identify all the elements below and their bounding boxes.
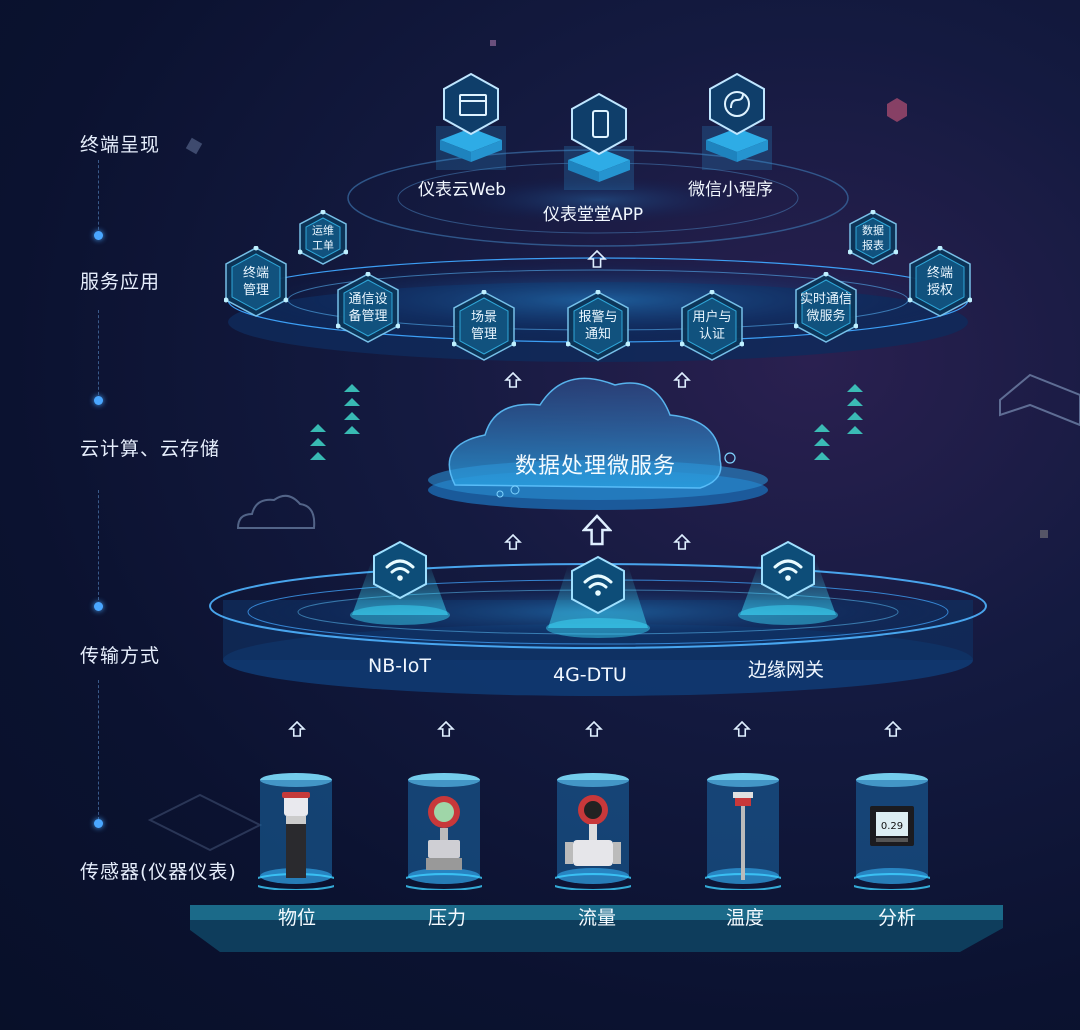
service-label: 用户与 认证 [692, 310, 732, 342]
service-scene-management[interactable]: 场景 管理 [452, 290, 516, 362]
service-alarm-notification[interactable]: 报警与 通知 [566, 290, 630, 362]
axis-dot [94, 602, 103, 611]
up-arrow-icon [504, 533, 522, 555]
up-arrow-icon [288, 720, 306, 742]
terminal-label-miniprogram: 微信小程序 [688, 180, 773, 200]
sensor-analysis[interactable]: 0.29 [847, 772, 937, 891]
service-data-report[interactable]: 数据 报表 [848, 210, 898, 266]
service-realtime-comm[interactable]: 实时通信 微服务 [794, 272, 858, 344]
up-arrow-icon [673, 371, 691, 393]
service-label: 报警与 通知 [578, 310, 618, 342]
sensor-flow[interactable] [548, 772, 638, 891]
axis-line [98, 160, 99, 240]
transport-edge-gateway[interactable] [760, 540, 816, 600]
wifi-icon [583, 574, 613, 589]
layer-label-transport: 传输方式 [80, 645, 161, 667]
axis-dot [94, 396, 103, 405]
terminal-web[interactable] [428, 70, 514, 170]
phone-icon [592, 110, 609, 138]
transport-4gdtu[interactable] [570, 555, 626, 615]
service-label: 通信设 备管理 [348, 292, 388, 324]
analyzer-reading: 0.29 [881, 821, 903, 832]
service-terminal-management[interactable]: 终端 管理 [224, 246, 288, 318]
up-arrow-icon [673, 533, 691, 555]
sensor-label-flow: 流量 [578, 907, 617, 929]
cloud-service-label: 数据处理微服务 [515, 454, 677, 479]
layer-label-sensor: 传感器(仪器仪表) [80, 861, 237, 883]
up-arrow-icon [437, 720, 455, 742]
sensor-label-analysis: 分析 [878, 907, 917, 929]
axis-line [98, 680, 99, 820]
service-terminal-authorization[interactable]: 终端 授权 [908, 246, 972, 318]
service-ops-workorder[interactable]: 运维 工单 [298, 210, 348, 266]
terminal-label-app: 仪表堂堂APP [543, 205, 644, 225]
service-user-auth[interactable]: 用户与 认证 [680, 290, 744, 362]
transport-label-4gdtu: 4G-DTU [553, 664, 627, 686]
browser-icon [459, 94, 487, 116]
terminal-miniprogram[interactable] [694, 70, 780, 170]
terminal-label-web: 仪表云Web [418, 180, 507, 200]
up-arrow-icon [733, 720, 751, 742]
service-label: 运维 工单 [312, 224, 334, 252]
layer-label-terminal: 终端呈现 [80, 134, 161, 156]
up-arrow-icon [884, 720, 902, 742]
wifi-icon [773, 559, 803, 574]
up-arrow-icon [504, 371, 522, 393]
up-arrow-icon [585, 720, 603, 742]
transport-nbiot[interactable] [372, 540, 428, 600]
sensor-pressure[interactable] [399, 772, 489, 891]
layer-label-cloud: 云计算、云存储 [80, 438, 221, 460]
service-label: 场景 管理 [470, 310, 497, 342]
sensor-label-temperature: 温度 [726, 907, 765, 929]
layer-label-service: 服务应用 [80, 271, 161, 293]
wifi-icon [385, 559, 415, 574]
terminal-app[interactable] [556, 90, 642, 190]
service-comm-device-management[interactable]: 通信设 备管理 [336, 272, 400, 344]
axis-line [98, 490, 99, 600]
service-label: 终端 管理 [242, 266, 269, 298]
sensor-label-pressure: 压力 [428, 907, 467, 929]
service-label: 实时通信 微服务 [799, 292, 852, 324]
service-label: 终端 授权 [926, 266, 953, 298]
sensor-temperature[interactable] [698, 772, 788, 891]
axis-line [98, 310, 99, 400]
sensor-label-level: 物位 [278, 907, 317, 929]
up-arrow-icon [587, 249, 607, 273]
transport-label-gateway: 边缘网关 [748, 659, 825, 681]
service-label: 数据 报表 [862, 224, 884, 252]
sensor-level[interactable] [251, 772, 341, 891]
transport-label-nbiot: NB-IoT [368, 655, 431, 677]
axis-dot [94, 819, 103, 828]
up-arrow-icon [581, 514, 613, 550]
axis-dot [94, 231, 103, 240]
miniprogram-icon [724, 91, 750, 117]
